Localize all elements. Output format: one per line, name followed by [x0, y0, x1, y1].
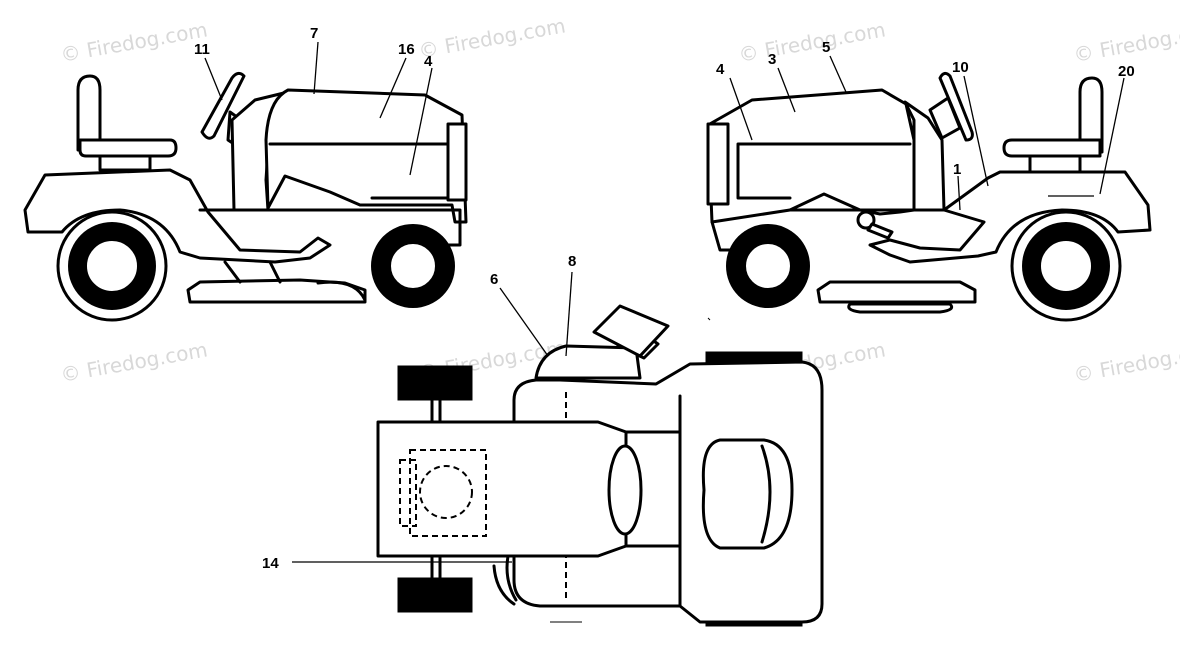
seat-cushion	[78, 138, 178, 158]
body-connector	[624, 430, 682, 548]
seat-decal-outline	[409, 449, 487, 537]
rear-right-wheel	[397, 577, 473, 613]
stray-mark	[707, 317, 711, 321]
callout-8: 8	[568, 253, 576, 270]
callout-6: 6	[490, 271, 498, 288]
callout-14: 14	[262, 555, 279, 572]
leader-line-3	[777, 67, 796, 113]
rear-hub	[1039, 239, 1093, 293]
steering-wheel	[200, 71, 246, 140]
steering-column	[928, 96, 962, 140]
leader-line-1	[957, 175, 961, 211]
leader-line-4-right	[729, 77, 753, 141]
rear-hub	[85, 239, 139, 293]
watermark: © Firedog.com	[59, 337, 210, 386]
callout-5: 5	[822, 39, 830, 56]
rear-left-wheel	[397, 365, 473, 401]
seat-back	[1078, 76, 1104, 154]
callout-4-left: 4	[424, 53, 433, 70]
leader-line-11	[204, 57, 223, 101]
rear-fender	[868, 170, 1152, 264]
hood-side-panel	[736, 142, 912, 200]
callout-7: 7	[310, 25, 318, 42]
leader-line-8	[565, 271, 573, 357]
mower-deck	[816, 280, 977, 304]
callout-1: 1	[953, 161, 961, 178]
leader-line-4-left	[409, 67, 433, 176]
tractor-left-side-view: 11 7 16 4	[23, 25, 468, 322]
leader-line-6	[499, 287, 549, 357]
tractor-right-side-view: 4 3 5 10 20 1	[706, 39, 1152, 322]
seat-back	[76, 74, 102, 152]
callout-20: 20	[1118, 63, 1135, 80]
leader-line-10	[963, 75, 989, 187]
seat-base	[98, 154, 152, 172]
leader-line-16	[379, 57, 407, 119]
dash-top	[534, 344, 642, 380]
watermark: © Firedog.com	[737, 17, 888, 66]
watermark: © Firedog.com	[1072, 17, 1180, 66]
watermark: © Firedog.com	[1072, 337, 1180, 386]
side-trim	[492, 554, 518, 606]
leader-line-5	[829, 55, 847, 93]
rear-fender	[23, 168, 332, 264]
seat-cushion	[1002, 138, 1102, 158]
seat-decal-tab	[399, 459, 417, 527]
front-hub	[389, 242, 437, 290]
frame-rail	[198, 208, 462, 247]
callout-11: 11	[194, 41, 210, 58]
deck-mount	[223, 260, 282, 284]
watermark: © Firedog.com	[417, 13, 568, 62]
deck-chute	[316, 280, 367, 302]
steering-column-top	[592, 304, 670, 358]
watermark: © Firedog.com	[59, 17, 210, 66]
leader-line-7	[313, 41, 319, 95]
steering-wheel	[938, 71, 974, 142]
leader-line-20	[1099, 77, 1125, 195]
lift-lever	[866, 222, 894, 240]
grille	[446, 122, 468, 202]
lift-lever-knob	[856, 210, 876, 230]
hood	[264, 88, 468, 224]
seat-base	[1028, 154, 1082, 174]
fuel-cap-top	[607, 444, 643, 536]
callout-16: 16	[398, 41, 415, 58]
hood-grille-top	[701, 438, 794, 550]
tractor-top-view: 6 8 14	[262, 253, 824, 627]
callout-10: 10	[952, 59, 969, 76]
grille	[706, 122, 730, 206]
front-hub	[744, 242, 792, 290]
deck-underside	[847, 302, 954, 314]
callout-3: 3	[768, 51, 776, 68]
callout-4-right: 4	[716, 61, 725, 78]
hood-grille-inner	[760, 444, 772, 544]
seat-decal-circle	[419, 465, 473, 519]
